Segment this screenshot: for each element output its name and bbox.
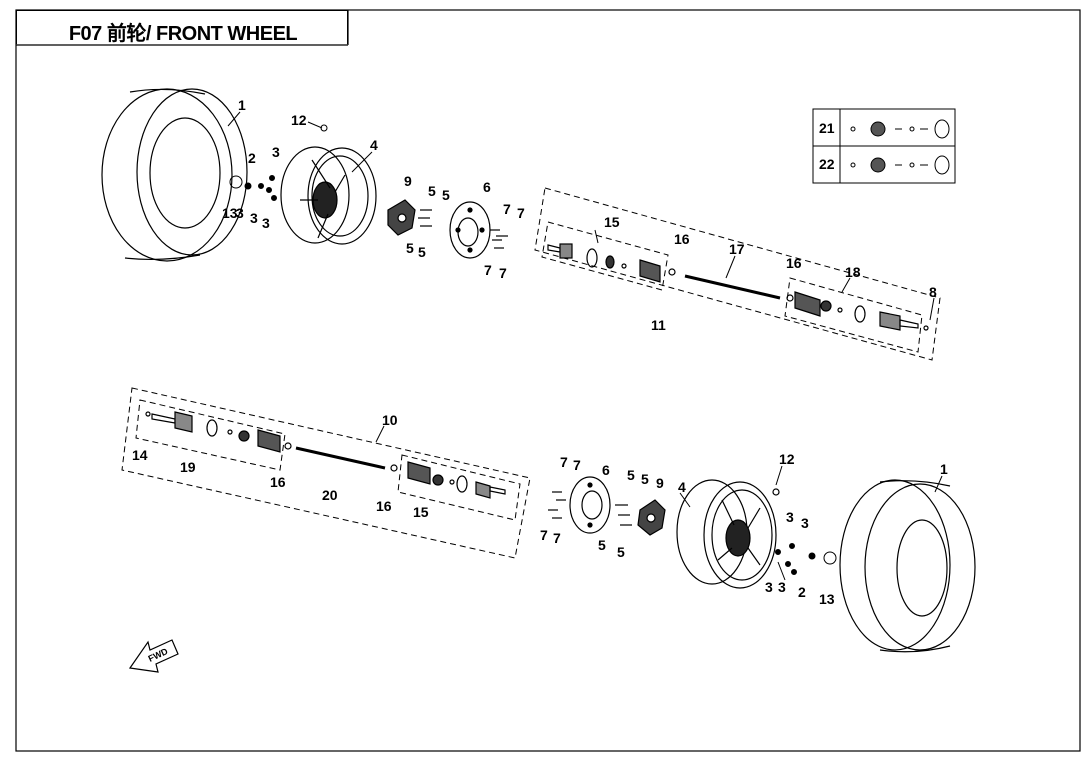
callout-16: 16 xyxy=(674,231,690,247)
callout-5d-lower: 5 xyxy=(617,544,625,560)
upper-shaft-parts xyxy=(547,243,929,331)
callout-3b-lower: 3 xyxy=(801,515,809,531)
callout-18: 18 xyxy=(845,264,861,280)
callout-8: 8 xyxy=(929,284,937,300)
callout-4-lower: 4 xyxy=(678,479,686,495)
group-15-frame xyxy=(541,221,669,291)
callout-20: 20 xyxy=(322,487,338,503)
group-19-frame xyxy=(135,399,286,471)
upper-axle-group-frame xyxy=(534,187,941,361)
callout-7b-lower: 7 xyxy=(573,457,581,473)
upper-hub xyxy=(387,199,432,236)
upper-tire xyxy=(101,88,248,262)
callout-5b: 5 xyxy=(442,187,450,203)
callout-14: 14 xyxy=(132,447,148,463)
leader-lines xyxy=(227,111,943,581)
callout-1-lower: 1 xyxy=(940,461,948,477)
group-15-lower-frame xyxy=(397,454,521,521)
callout-2: 2 xyxy=(248,150,256,166)
callout-7d-lower: 7 xyxy=(553,530,561,546)
lower-callouts: 10 14 19 16 20 16 15 7 7 7 7 6 5 5 5 5 9… xyxy=(132,412,948,607)
callout-5c: 5 xyxy=(406,240,414,256)
callout-12: 12 xyxy=(291,112,307,128)
callout-3d-lower: 3 xyxy=(778,579,786,595)
callout-13-lower: 13 xyxy=(819,591,835,607)
callout-13: 13 xyxy=(222,205,238,221)
callout-7: 7 xyxy=(503,201,511,217)
upper-callouts: 1 12 4 2 3 13 3 3 3 9 5 5 5 5 6 7 7 7 7 … xyxy=(222,97,937,333)
callout-3b: 3 xyxy=(236,205,244,221)
page-title: F07 前轮/ FRONT WHEEL xyxy=(68,23,298,45)
callout-19: 19 xyxy=(180,459,196,475)
callout-5c-lower: 5 xyxy=(598,537,606,553)
legend-row-21: 21 xyxy=(819,120,835,136)
callout-3-lower: 3 xyxy=(786,509,794,525)
callout-9-lower: 9 xyxy=(656,475,664,491)
callout-7-lower: 7 xyxy=(560,454,568,470)
legend-row-22: 22 xyxy=(819,156,835,172)
lower-hub xyxy=(615,499,666,536)
callout-7c: 7 xyxy=(484,262,492,278)
callout-3: 3 xyxy=(272,144,280,160)
callout-16-lower: 16 xyxy=(270,474,286,490)
callout-7b: 7 xyxy=(517,205,525,221)
callout-3c: 3 xyxy=(250,210,258,226)
callout-12-lower: 12 xyxy=(779,451,795,467)
callout-6-lower: 6 xyxy=(602,462,610,478)
callout-5d: 5 xyxy=(418,244,426,260)
callout-7c-lower: 7 xyxy=(540,527,548,543)
callout-3c-lower: 3 xyxy=(765,579,773,595)
kit-legend-table xyxy=(812,108,956,184)
callout-9: 9 xyxy=(404,173,412,189)
callout-15-lower: 15 xyxy=(413,504,429,520)
group-18-frame xyxy=(784,277,923,353)
lower-brake-disc xyxy=(548,476,611,534)
callout-17: 17 xyxy=(729,241,745,257)
lower-shaft-parts xyxy=(145,411,506,499)
callout-16b: 16 xyxy=(786,255,802,271)
callout-10: 10 xyxy=(382,412,398,428)
callout-7d: 7 xyxy=(499,265,507,281)
callout-5b-lower: 5 xyxy=(641,471,649,487)
lower-tire xyxy=(839,479,976,653)
callout-6: 6 xyxy=(483,179,491,195)
callout-2-lower: 2 xyxy=(798,584,806,600)
lower-valve-parts xyxy=(775,543,837,575)
callout-4: 4 xyxy=(370,137,378,153)
forward-arrow-icon xyxy=(128,639,179,673)
callout-1: 1 xyxy=(238,97,246,113)
upper-brake-disc xyxy=(449,201,508,259)
callout-5: 5 xyxy=(428,183,436,199)
lower-rim xyxy=(676,479,780,589)
callout-5-lower: 5 xyxy=(627,467,635,483)
lower-axle-group-frame xyxy=(121,387,531,559)
upper-rim xyxy=(280,146,377,245)
callout-3d: 3 xyxy=(262,215,270,231)
upper-valve-parts xyxy=(229,124,328,201)
callout-16b-lower: 16 xyxy=(376,498,392,514)
outer-frame xyxy=(15,9,1081,752)
callout-15: 15 xyxy=(604,214,620,230)
callout-11: 11 xyxy=(651,317,666,333)
